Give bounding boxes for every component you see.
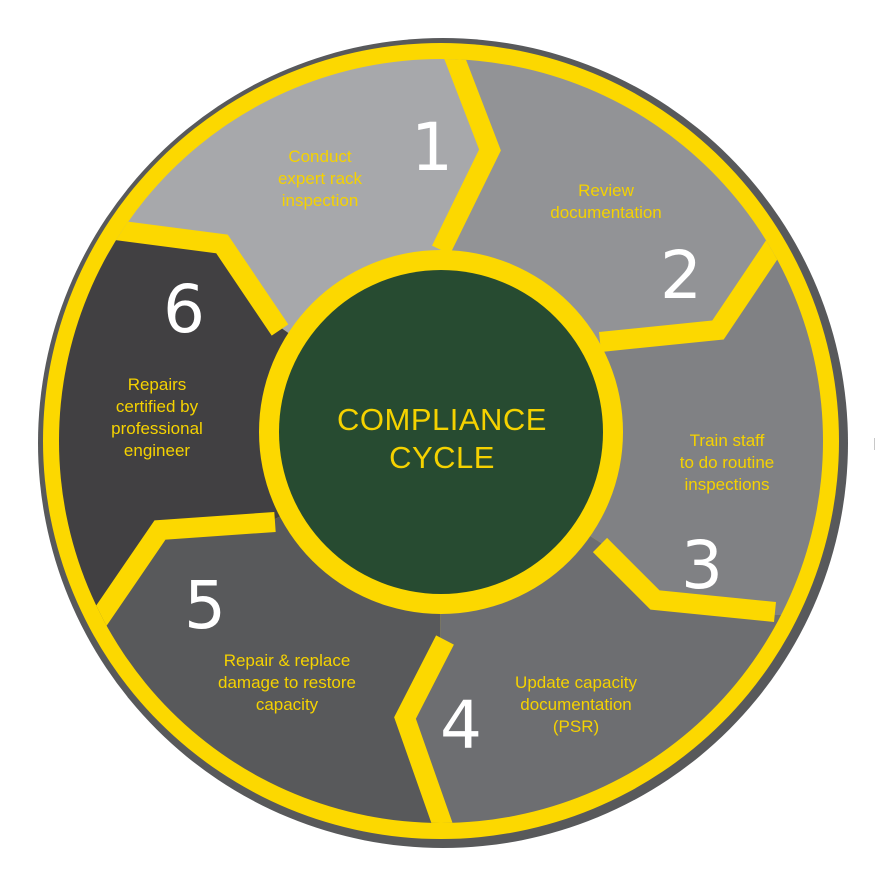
step-1-line-3: inspection [282,191,359,210]
step-3-line-2: to do routine [680,453,775,472]
step-6-line-3: professional [111,419,203,438]
separator-5-6 [86,512,276,631]
step-6-line-2: certified by [116,397,199,416]
step-1: 1 Conduct expert rack inspection [278,109,453,210]
step-4: 4 Update capacity documentation (PSR) [440,673,637,764]
step-6-line-4: engineer [124,441,191,460]
step-4-line-2: documentation [520,695,632,714]
step-5-line-1: Repair & replace [224,651,351,670]
step-5-line-3: capacity [256,695,319,714]
step-3-line-3: inspections [684,475,769,494]
step-number-1: 1 [411,109,453,186]
step-6: 6 Repairs certified by professional engi… [111,271,205,460]
segment-3[interactable] [441,255,860,615]
segment-6[interactable] [20,240,441,605]
center-circle [279,270,603,594]
step-1-line-2: expert rack [278,169,363,188]
step-3: Train staff to do routine inspections 3 [680,431,775,604]
separator-4-5 [394,635,465,823]
separators [86,59,784,823]
step-number-6: 6 [163,271,205,348]
separator-2-3 [598,239,784,352]
step-6-line-1: Repairs [128,375,187,394]
step-3-line-1: Train staff [690,431,765,450]
center-title-line2: CYCLE [389,440,495,475]
step-1-line-1: Conduct [288,147,352,166]
step-number-5: 5 [184,567,226,644]
step-5: 5 Repair & replace damage to restore cap… [184,567,356,714]
step-2: Review documentation 2 [550,181,702,314]
step-number-4: 4 [440,687,482,764]
step-number-2: 2 [660,237,702,314]
edge-artifact [874,438,875,450]
separator-6-1 [113,220,289,336]
step-4-line-1: Update capacity [515,673,637,692]
separator-1-2 [430,59,501,255]
step-4-line-3: (PSR) [553,717,599,736]
step-5-line-2: damage to restore [218,673,356,692]
separator-3-4 [592,537,776,622]
step-2-line-1: Review [578,181,634,200]
step-2-line-2: documentation [550,203,662,222]
center-title-line1: COMPLIANCE [337,402,547,437]
step-number-3: 3 [681,527,723,604]
